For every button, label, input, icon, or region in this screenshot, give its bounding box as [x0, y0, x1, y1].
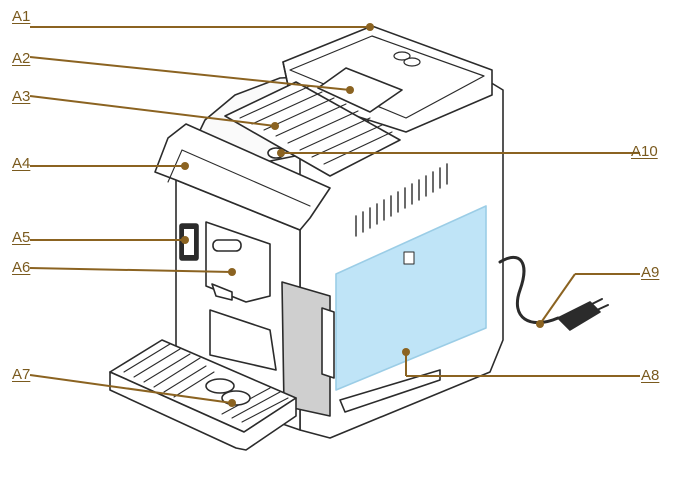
leader-lines	[29, 26, 640, 404]
vent-slots	[355, 163, 448, 237]
max-mark	[403, 251, 415, 265]
leader-dots	[181, 23, 544, 407]
callout-a7[interactable]: A7	[12, 366, 31, 383]
cup-warmer-ribs	[239, 85, 393, 165]
drip-tray-front	[109, 371, 297, 451]
callout-a6[interactable]: A6	[12, 259, 31, 276]
side-panel	[281, 281, 331, 417]
power-cable	[498, 255, 560, 325]
callout-a1[interactable]: A1	[12, 8, 31, 25]
cup-recess	[209, 309, 277, 371]
water-tank	[335, 205, 487, 391]
callout-a8[interactable]: A8	[641, 367, 660, 384]
power-plug	[557, 301, 601, 331]
callout-a5[interactable]: A5	[12, 229, 31, 246]
callout-a4[interactable]: A4	[12, 155, 31, 172]
callout-a2[interactable]: A2	[12, 50, 31, 67]
callout-a3[interactable]: A3	[12, 88, 31, 105]
callout-a10[interactable]: A10	[631, 143, 658, 160]
leader-a3	[29, 95, 276, 127]
callout-a9[interactable]: A9	[641, 264, 660, 281]
leader-a2	[29, 56, 351, 91]
leader-a7	[29, 374, 233, 404]
drip-tray-float	[205, 378, 235, 394]
leader-a6	[29, 267, 233, 273]
leader-a9	[539, 273, 576, 325]
ground-coffee-lid	[317, 67, 403, 113]
